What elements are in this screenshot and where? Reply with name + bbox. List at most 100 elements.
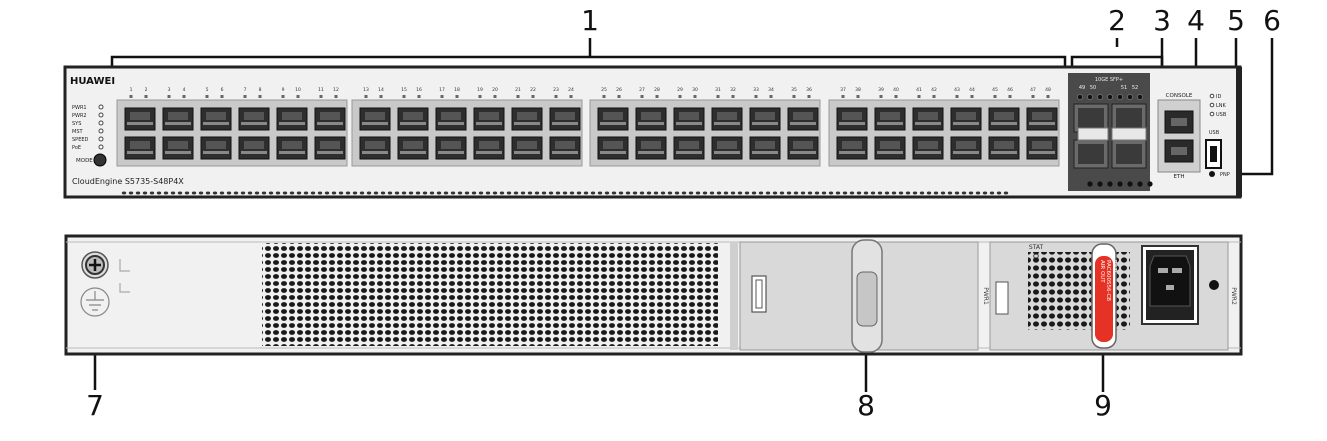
vent-hole [639, 191, 645, 195]
port-led [364, 95, 368, 98]
port-number-label: 22 [530, 87, 536, 93]
rear-vent-grille [262, 243, 718, 346]
rj45-port-latch [165, 122, 191, 125]
vent-hole [695, 191, 701, 195]
rj45-port-contacts [717, 141, 737, 149]
vent-hole [632, 191, 638, 195]
vent-hole [261, 191, 267, 195]
vent-hole [331, 191, 337, 195]
vent-hole [429, 191, 435, 195]
rj45-port-contacts [679, 112, 699, 120]
rj45-port-latch [127, 122, 153, 125]
eth-label: ETH [1174, 174, 1185, 180]
rj45-port-latch [476, 122, 502, 125]
vent-hole [751, 191, 757, 195]
port-number-label: 5 [206, 87, 209, 93]
rj45-port-latch [877, 122, 903, 125]
vent-hole [576, 191, 582, 195]
sfp-cage-slot [1078, 144, 1104, 164]
port-led [1046, 95, 1050, 98]
rj45-port-latch [552, 122, 578, 125]
rj45-port-contacts [603, 112, 623, 120]
vent-hole [996, 191, 1002, 195]
sfp-vent-hole [1127, 181, 1133, 187]
vent-hole [884, 191, 890, 195]
vent-hole [737, 191, 743, 195]
vent-hole [793, 191, 799, 195]
status-led-label: LNK [1216, 103, 1227, 109]
pnp-button[interactable] [1209, 171, 1215, 177]
vent-hole [401, 191, 407, 195]
sfp-led [1077, 94, 1083, 100]
port-number-label: 13 [363, 87, 369, 93]
port-led [334, 95, 338, 98]
rj45-port-contacts [403, 112, 423, 120]
vent-hole [821, 191, 827, 195]
rj45-port-latch [127, 151, 153, 154]
vent-hole [597, 191, 603, 195]
port-led [516, 95, 520, 98]
port-led [243, 95, 247, 98]
port-led [296, 95, 300, 98]
rj45-port-contacts [479, 112, 499, 120]
sfp-vent-hole [1147, 181, 1153, 187]
rj45-port-latch [676, 122, 702, 125]
vent-hole [772, 191, 778, 195]
port-led [655, 95, 659, 98]
rj45-port-contacts [517, 141, 537, 149]
sfp-led [1127, 94, 1133, 100]
rj45-port-latch [317, 122, 343, 125]
rj45-port-contacts [641, 141, 661, 149]
sfp-vent-hole [1107, 181, 1113, 187]
vent-hole [177, 191, 183, 195]
vent-hole [667, 191, 673, 195]
port-number-label: 20 [492, 87, 498, 93]
pwr-slot-label: PWR1 [982, 287, 989, 305]
rj45-port-contacts [793, 141, 813, 149]
port-led [402, 95, 406, 98]
mode-button[interactable] [93, 153, 107, 167]
vent-hole [184, 191, 190, 195]
sfp-port-number: 49 [1079, 85, 1085, 91]
port-number-label: 41 [916, 87, 922, 93]
port-led [955, 95, 959, 98]
port-led [182, 95, 186, 98]
port-led [1008, 95, 1012, 98]
port-led [769, 95, 773, 98]
port-number-label: 30 [692, 87, 698, 93]
port-number-label: 39 [878, 87, 884, 93]
sfp-led [1097, 94, 1103, 100]
vent-hole [569, 191, 575, 195]
vent-hole [464, 191, 470, 195]
sfp-cage-slot [1078, 108, 1104, 128]
vent-hole [492, 191, 498, 195]
sfp-port-number: 52 [1132, 85, 1138, 91]
callout-8: 8 [857, 389, 875, 422]
vent-hole [590, 191, 596, 195]
port-led [129, 95, 133, 98]
vent-hole [730, 191, 736, 195]
vent-hole [541, 191, 547, 195]
front-panel: HUAWEI CloudEngine S5735-S48P4X PWR1PWR2… [63, 65, 1242, 199]
vent-hole [268, 191, 274, 195]
vent-hole [142, 191, 148, 195]
rj45-port-latch [203, 151, 229, 154]
port-led [807, 95, 811, 98]
rj45-port-latch [552, 151, 578, 154]
rj45-port-latch [317, 151, 343, 154]
vent-hole [275, 191, 281, 195]
sfp-label-plate [1111, 127, 1147, 141]
led-indicator [98, 128, 104, 134]
port-number-label: 36 [806, 87, 812, 93]
vent-hole [702, 191, 708, 195]
port-number-label: 28 [654, 87, 660, 93]
vent-hole [163, 191, 169, 195]
usb-label: USB [1209, 130, 1220, 136]
port-number-label: 37 [840, 87, 846, 93]
vent-hole [842, 191, 848, 195]
rj45-port-contacts [1032, 141, 1052, 149]
port-number-label: 8 [259, 87, 262, 93]
rj45-port-latch [241, 122, 267, 125]
rj45-port-contacts [365, 141, 385, 149]
